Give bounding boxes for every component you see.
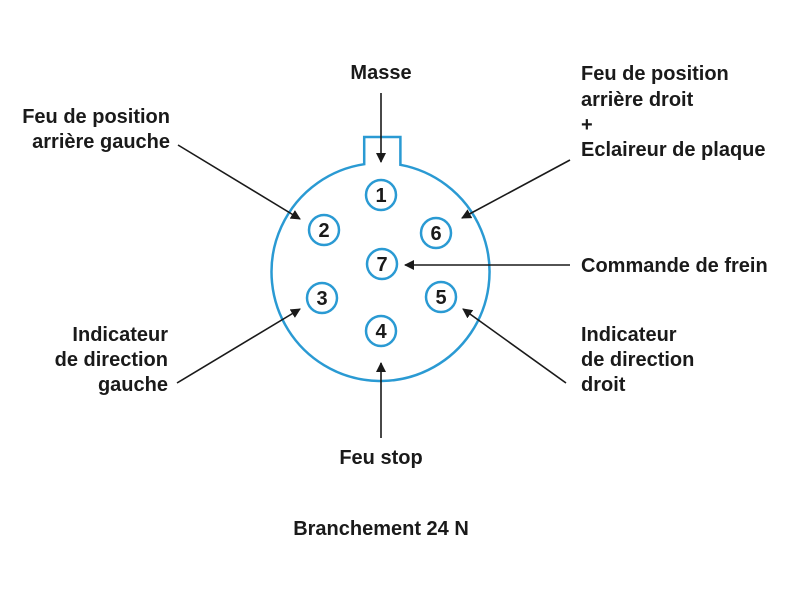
label-feu-stop: Feu stop — [339, 447, 422, 469]
svg-text:droit: droit — [581, 374, 626, 396]
pin-7: 7 — [365, 247, 399, 281]
svg-text:7: 7 — [376, 254, 387, 276]
pin-2: 2 — [307, 213, 341, 247]
pin-4: 4 — [364, 314, 398, 348]
svg-text:6: 6 — [430, 223, 441, 245]
arrow-indicateur-droit — [462, 308, 567, 384]
pin-1: 1 — [364, 178, 398, 212]
svg-text:+: + — [581, 114, 593, 136]
arrow-indicateur-gauche — [176, 308, 301, 384]
svg-text:2: 2 — [318, 220, 329, 242]
svg-text:5: 5 — [435, 287, 446, 309]
arrow-feu-position-gauche — [177, 144, 301, 220]
svg-text:Indicateur: Indicateur — [72, 324, 168, 346]
svg-text:Feu de position: Feu de position — [581, 63, 729, 85]
svg-text:3: 3 — [316, 288, 327, 310]
svg-text:arrière gauche: arrière gauche — [32, 131, 170, 153]
pin-3: 3 — [305, 281, 339, 315]
arrow-feu-position-droit — [461, 159, 571, 219]
connector-outline — [270, 135, 491, 383]
svg-text:Indicateur: Indicateur — [581, 324, 677, 346]
pin-5: 5 — [424, 280, 458, 314]
svg-text:Eclaireur de plaque: Eclaireur de plaque — [581, 139, 766, 161]
svg-text:Feu de position: Feu de position — [22, 106, 170, 128]
label-indicateur-droit: Indicateur de direction droit — [581, 324, 694, 396]
label-commande-frein: Commande de frein — [581, 255, 768, 277]
svg-text:gauche: gauche — [98, 374, 168, 396]
label-feu-position-droit: Feu de position arrière droit + Eclaireu… — [581, 63, 766, 161]
svg-text:4: 4 — [375, 321, 387, 343]
svg-text:de direction: de direction — [55, 349, 168, 371]
svg-text:arrière droit: arrière droit — [581, 89, 694, 111]
label-feu-position-gauche: Feu de position arrière gauche — [22, 106, 170, 153]
pin-6: 6 — [419, 216, 453, 250]
svg-text:1: 1 — [375, 185, 386, 207]
label-masse: Masse — [350, 62, 411, 84]
label-indicateur-gauche: Indicateur de direction gauche — [55, 324, 169, 396]
svg-text:de direction: de direction — [581, 349, 694, 371]
diagram-caption: Branchement 24 N — [293, 518, 469, 540]
